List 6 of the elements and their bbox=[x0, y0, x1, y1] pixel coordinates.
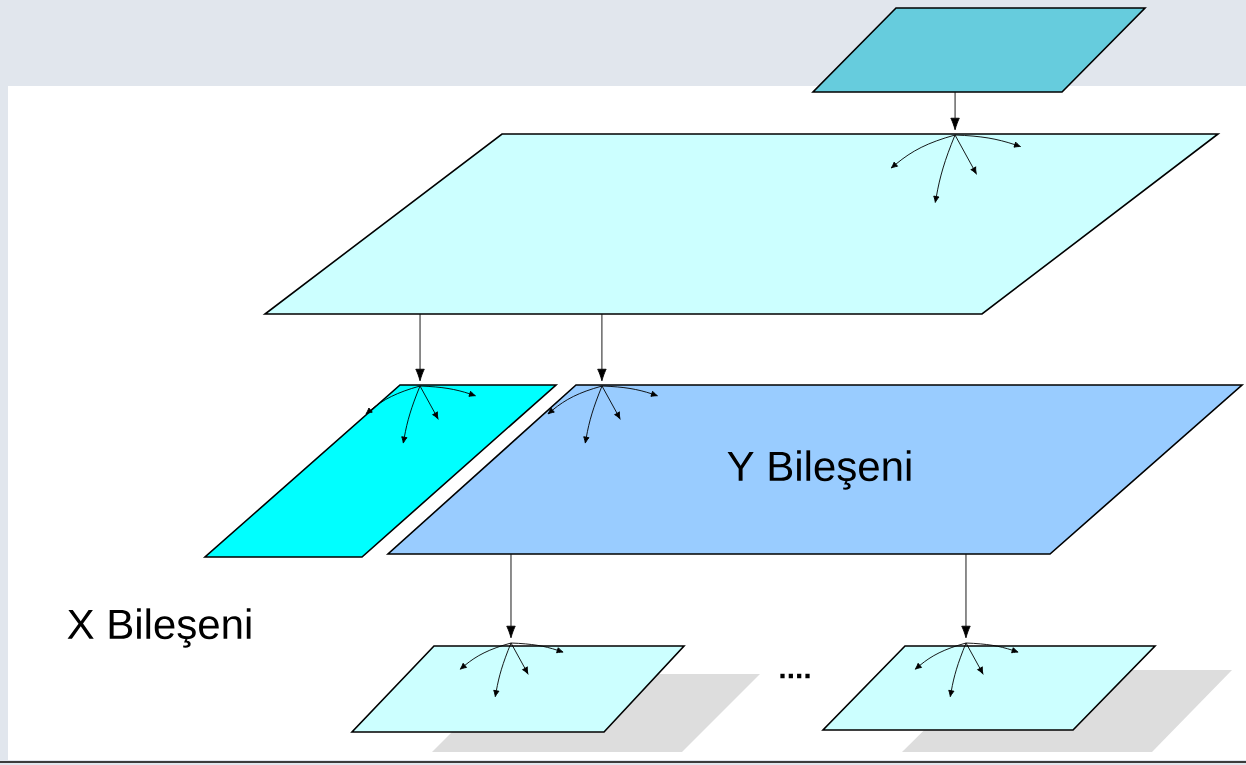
arrow bbox=[597, 313, 607, 382]
arrow bbox=[506, 553, 516, 639]
arrow bbox=[950, 91, 960, 131]
arrow bbox=[415, 313, 425, 382]
node-label: X Bileşeni bbox=[67, 608, 251, 648]
arrow bbox=[961, 553, 971, 639]
